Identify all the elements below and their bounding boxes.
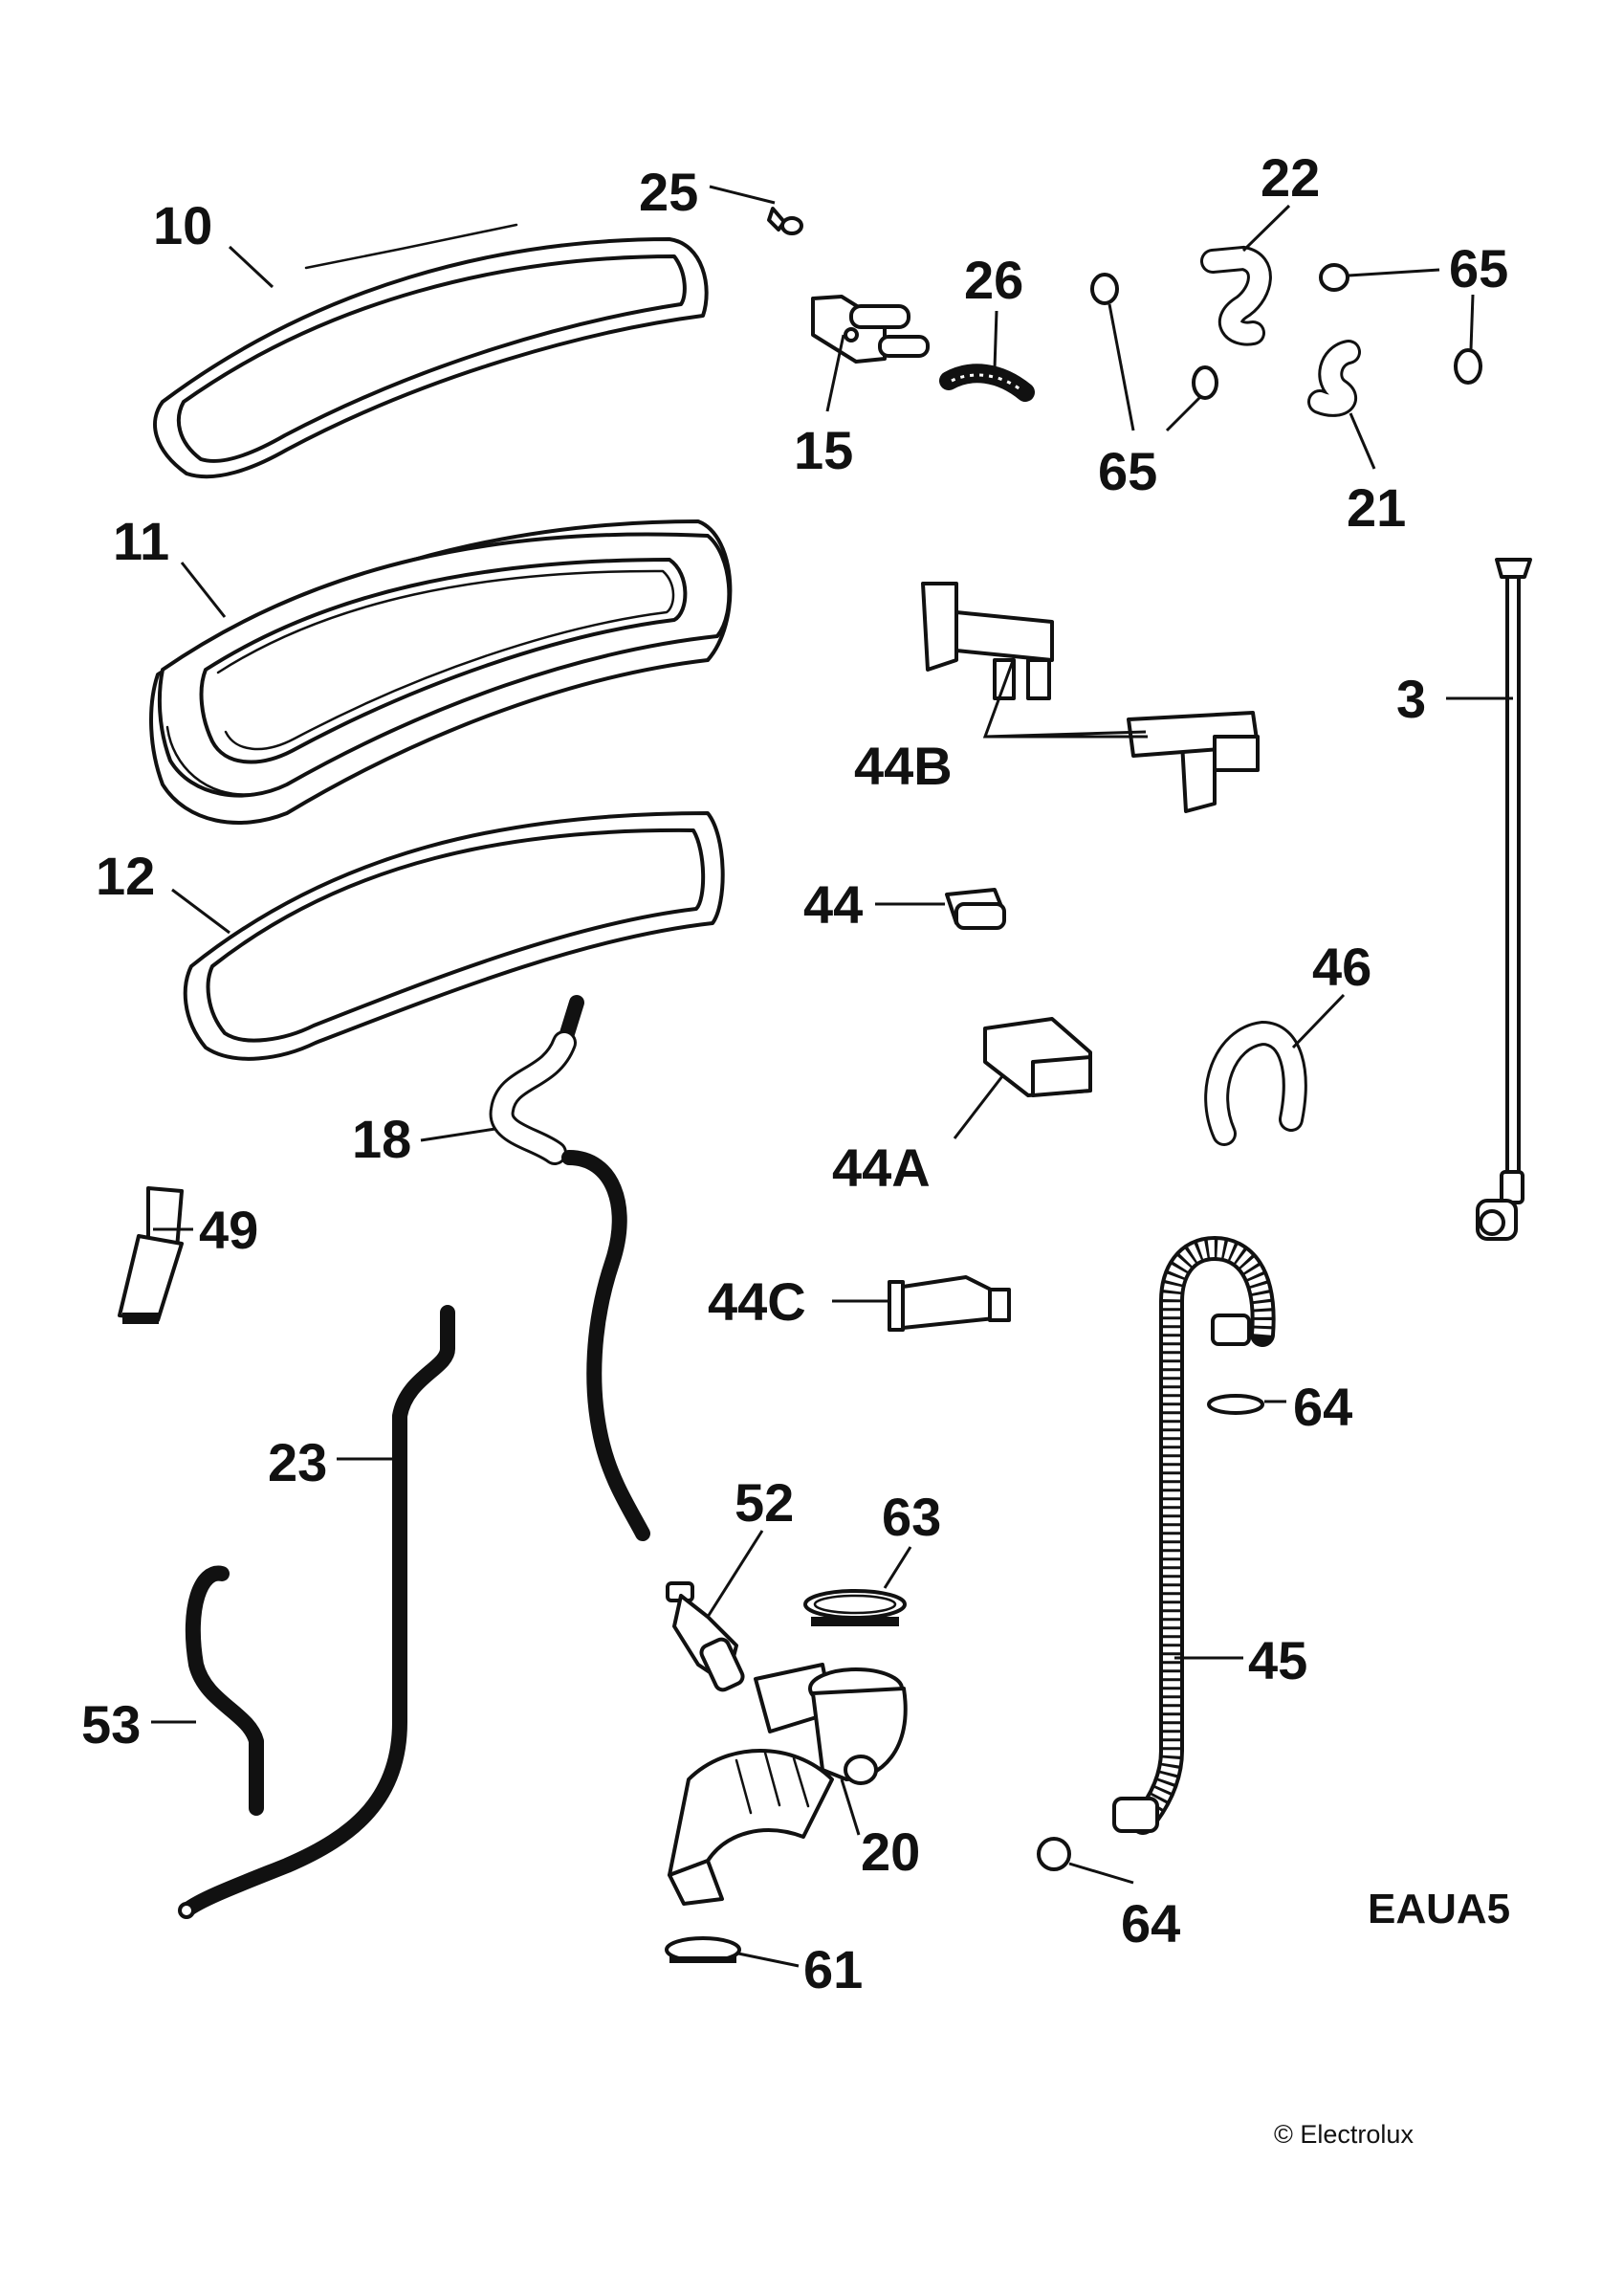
callout-25: 25	[639, 162, 698, 222]
callout-15: 15	[794, 420, 853, 480]
callout-3: 3	[1396, 669, 1426, 729]
part-44c-connector	[888, 1275, 1011, 1332]
part-52-nozzle	[666, 1581, 745, 1692]
callout-65-right: 65	[1449, 238, 1508, 298]
part-45-drain-hose	[1112, 1235, 1276, 1835]
callout-18: 18	[352, 1109, 411, 1169]
part-65-clips	[1090, 263, 1482, 400]
part-15-valve	[811, 295, 930, 364]
part-3-rod	[1476, 558, 1532, 1241]
part-64-clips	[1037, 1394, 1264, 1871]
callout-11: 11	[113, 511, 169, 571]
part-46-u-hose	[1204, 1020, 1307, 1146]
part-25-screw	[767, 207, 803, 235]
callout-10: 10	[153, 195, 212, 255]
callout-12: 12	[96, 846, 155, 906]
callout-53: 53	[81, 1694, 141, 1755]
part-49-brush	[118, 1186, 184, 1324]
callout-44c: 44C	[708, 1271, 806, 1332]
part-44b-brackets	[921, 582, 1260, 813]
part-20-sump-hose	[668, 1663, 908, 1906]
part-44a-clamp	[983, 1017, 1092, 1097]
part-53-hose	[185, 1565, 264, 1816]
callout-61: 61	[803, 1939, 863, 1999]
callout-44a: 44A	[832, 1137, 931, 1198]
part-61-clamp	[665, 1936, 741, 1963]
part-21-elbow-hose	[1307, 340, 1361, 417]
callout-45: 45	[1248, 1630, 1307, 1690]
callout-64-bottom: 64	[1121, 1893, 1180, 1954]
part-22-elbow-hose	[1200, 245, 1272, 346]
callout-46: 46	[1312, 937, 1371, 997]
callout-26: 26	[964, 250, 1023, 310]
callout-44: 44	[803, 874, 863, 935]
part-26-short-hose	[939, 364, 1035, 402]
part-23-hose	[178, 1305, 455, 1919]
callout-44b: 44B	[854, 736, 953, 796]
callout-23: 23	[268, 1432, 327, 1492]
callout-21: 21	[1347, 477, 1406, 538]
part-10-gasket	[153, 223, 709, 479]
callout-49: 49	[199, 1200, 258, 1260]
callout-20: 20	[861, 1821, 920, 1882]
part-44-clamp	[945, 888, 1006, 930]
leader-lines	[151, 185, 1513, 1968]
callout-labels: 10 11 12 25 26 15 22 21 65 65 3 44B 44 4…	[81, 147, 1510, 2149]
part-12-inner-gasket	[183, 811, 725, 1061]
callout-52: 52	[735, 1472, 794, 1533]
part-18-hose	[489, 995, 650, 1541]
diagram-code: EAUA5	[1368, 1886, 1510, 1932]
part-11-door-frame	[149, 519, 733, 825]
part-63-clamp-ring	[803, 1589, 907, 1626]
callout-63: 63	[882, 1487, 941, 1547]
copyright-notice: © Electrolux	[1274, 2120, 1414, 2149]
callout-64-top: 64	[1293, 1377, 1352, 1437]
callout-65-bottom: 65	[1098, 441, 1157, 501]
callout-22: 22	[1261, 147, 1320, 208]
